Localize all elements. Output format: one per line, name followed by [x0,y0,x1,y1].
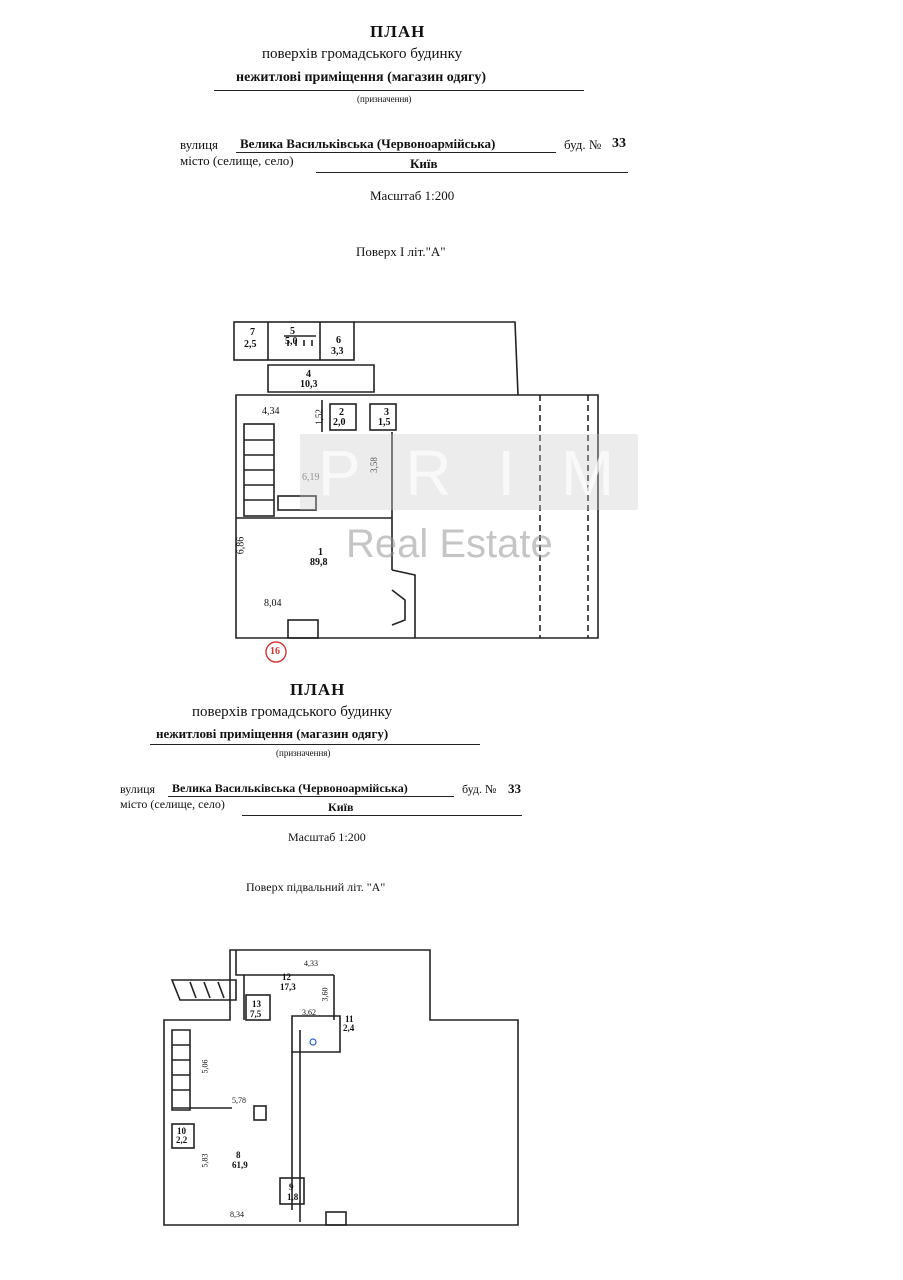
plan1-room-6-num: 6 [336,335,341,346]
plan2-room-9-num: 9 [289,1182,294,1192]
plan2-purpose-caption: (призначення) [276,748,331,758]
plan1-room-1-num: 1 [318,547,323,558]
plan2-street-underline [168,796,454,797]
plan1-floor: Поверх I літ."А" [356,244,446,259]
plan1-dim-6-86: 6,86 [235,536,247,555]
plan1-room-2-area: 2,0 [333,417,346,428]
plan1-dim-6-19: 6,19 [302,472,320,483]
plan2-purpose-underline [150,744,480,745]
plan1-purpose: нежитлові приміщення (магазин одягу) [236,70,487,85]
plan2-building-value: 33 [508,781,521,796]
plan2-city-value: Київ [328,800,354,814]
watermark-band [300,434,638,510]
plan1-room-4-area: 10,3 [300,379,318,390]
plan1-room-5-num: 5 [290,326,295,337]
plan1-city-underline [316,172,628,173]
plan2-room-10-num: 10 [177,1126,186,1136]
plan2-room-13-num: 13 [252,999,261,1009]
plan1-dim-8-04: 8,04 [264,598,282,609]
plan2-city-underline [242,815,522,816]
plan2-building-label: буд. № [462,782,497,796]
plan1-street-label: вулиця [180,137,219,152]
plan2-dim-4-33: 4,33 [304,959,318,968]
plan1-city-value: Київ [410,156,438,171]
plan2-street-value: Велика Васильківська (Червоноармійська) [172,781,408,795]
plan1-room-4-num: 4 [306,369,311,380]
plan1-dim-1-52: 1,52 [313,409,324,425]
plan1-room-1-area: 89,8 [310,557,328,568]
plan1-marker-label: 16 [270,646,280,657]
plan2-room-13-area: 7,5 [250,1009,262,1019]
plan1-street-value: Велика Васильківська (Червоноармійська) [240,136,496,151]
plan2-subtitle: поверхів громадського будинку [192,704,393,720]
plan2-room-11-num: 11 [345,1014,354,1024]
plan1-room-3-num: 3 [384,407,389,418]
plan2-room-8-num: 8 [236,1150,241,1160]
plan1-building-label: буд. № [564,137,602,152]
plan1-dim-4-34: 4,34 [262,406,280,417]
plan1-subtitle: поверхів громадського будинку [262,46,463,62]
plan2-purpose: нежитлові приміщення (магазин одягу) [156,726,389,741]
plan2-title: ПЛАН [290,680,346,699]
plan2-dim-5-78: 5,78 [232,1096,246,1105]
plan1-city-label: місто (селище, село) [180,153,294,168]
plan2-dim-3-60: 3,60 [320,987,330,1002]
watermark-bottom: Real Estate [346,522,553,566]
plan2-floor: Поверх підвальний літ. "А" [246,880,386,894]
plan1-scale: Масштаб 1:200 [370,188,455,203]
plan1-room-7-area: 2,5 [244,339,257,350]
plan1-room-3-area: 1,5 [378,417,391,428]
plan1-building-value: 33 [612,136,626,151]
plan2-dim-8-34: 8,34 [230,1210,244,1219]
plan1-purpose-underline [214,90,584,91]
plan1-purpose-caption: (призначення) [357,94,412,104]
plan2-dim-5-06: 5,06 [200,1059,210,1074]
plan1-room-6-area: 3,3 [331,346,344,357]
plan1-marker-circle [265,641,287,663]
plan1-room-7-num: 7 [250,327,255,338]
plan2-scale: Масштаб 1:200 [288,830,366,844]
plan1-title: ПЛАН [370,22,426,41]
plan2-city-label: місто (селище, село) [120,797,225,811]
plan1-room-2-num: 2 [339,407,344,418]
plan2-room-9-area: 1,8 [287,1192,299,1202]
plan2-street-label: вулиця [120,782,156,796]
plan2-dim-5-83: 5,83 [200,1153,210,1168]
plan2-room-8-area: 61,9 [232,1160,248,1170]
plan2-room-11-area: 2,4 [343,1023,355,1033]
plan2-room-12-area: 17,3 [280,982,296,992]
plan2-room-10-area: 2,2 [176,1135,188,1145]
watermark-top: P R I M E S [318,437,806,509]
plan1-room-5-area: 5,0 [285,336,298,347]
plan2-room-12-num: 12 [282,972,291,982]
plan2-dim-3-62: 3,62 [302,1008,316,1017]
plan1-street-underline [236,152,556,153]
